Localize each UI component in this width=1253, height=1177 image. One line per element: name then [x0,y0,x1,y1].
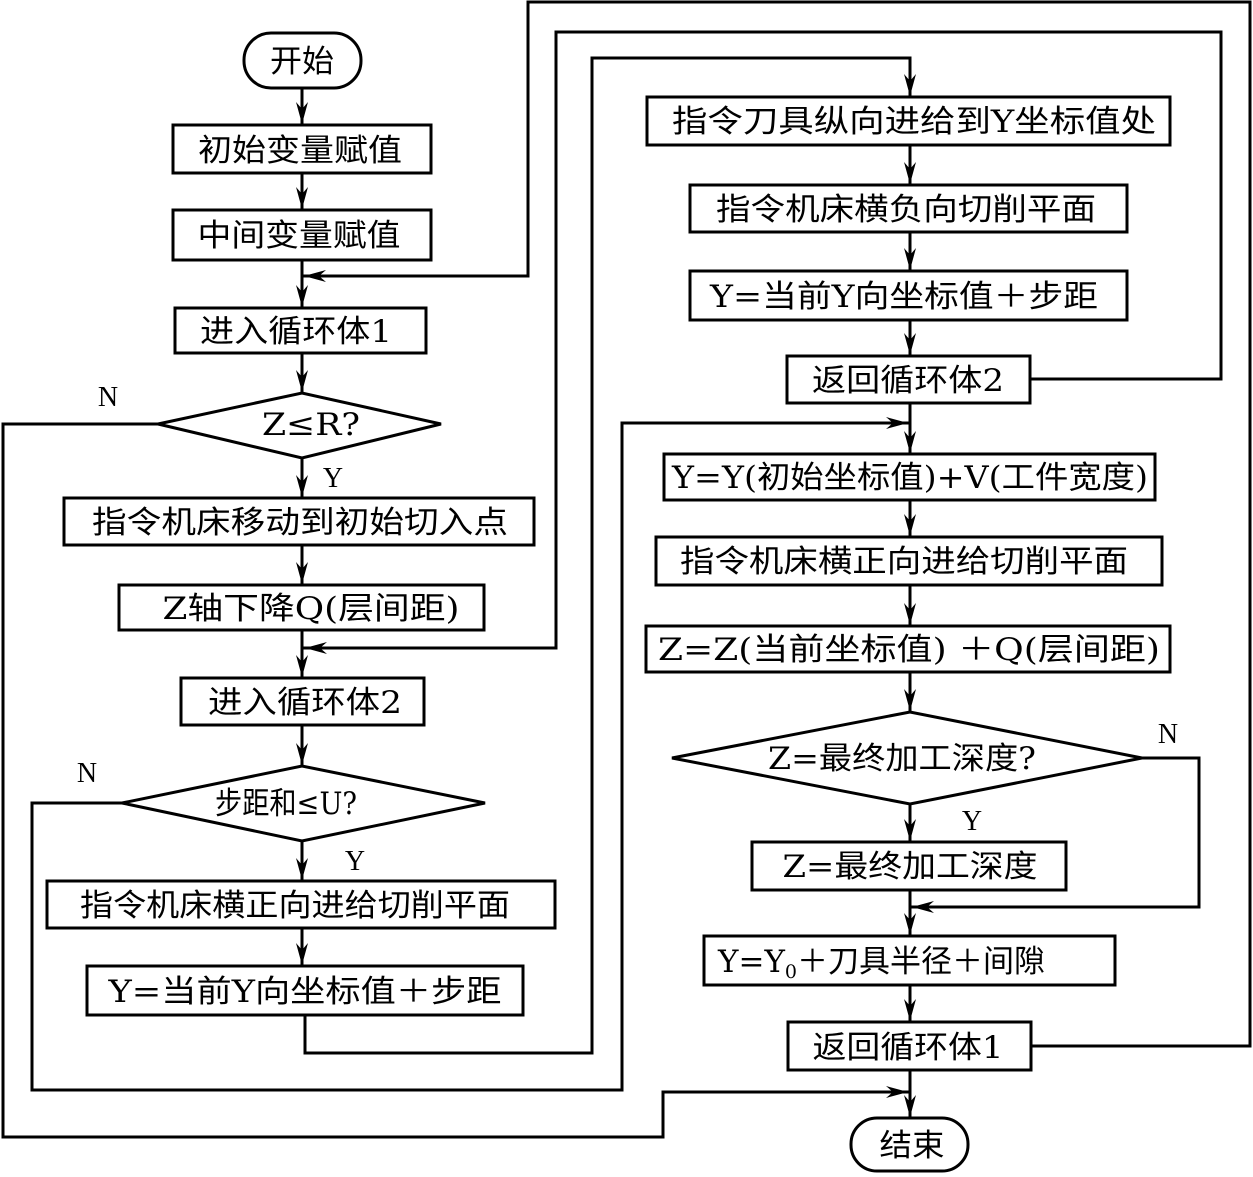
node-feed-positive-right: 指令机床横正向进给切削平面 [654,535,1164,587]
node-enter-loop1-label: 进入循环体1 [200,314,392,350]
connector-return-loop2 [303,30,1223,654]
node-return-loop2: 返回循环体2 [785,354,1032,405]
node-mid-vars-label: 中间变量赋值 [198,218,401,254]
connector-return-loop1 [302,0,1252,1048]
node-z-update: Z=Z(当前坐标值) ＋Q(层间距) [644,624,1172,674]
node-feed-positive-right-label: 指令机床横正向进给切削平面 [680,544,1128,580]
branch-label-step-sum-yes: Y [345,846,365,877]
branch-label-final-depth-yes: Y [962,806,982,837]
node-y-reset: Y=Y(初始坐标值)+V(工件宽度) [662,452,1157,502]
connector-cond-final-no [910,756,1201,913]
node-return-loop1: 返回循环体1 [786,1020,1033,1072]
node-z-update-label: Z=Z(当前坐标值) ＋Q(层间距) [658,632,1160,668]
node-y-add-step-right-label: Y=当前Y向坐标值＋步距 [709,279,1098,315]
node-y-add-step-right: Y=当前Y向坐标值＋步距 [688,269,1129,322]
node-y-offset: Y=Y0＋刀具半径＋间隙 [702,934,1117,987]
node-start-label: 开始 [270,44,334,80]
node-end: 结束 [849,1116,970,1173]
connector-cond-step-no [30,417,910,1092]
branch-label-final-depth-no: N [1158,719,1178,750]
node-start: 开始 [242,31,363,90]
node-z-down-q: Z轴下降Q(层间距) [117,583,486,632]
node-return-loop2-label: 返回循环体2 [812,363,1004,399]
node-feed-positive-left: 指令机床横正向进给切削平面 [45,879,557,930]
connector-ystep-to-tool-feed [303,56,916,1055]
branch-label-step-sum-no: N [77,758,97,789]
node-y-offset-label-pre: Y=Y [717,944,785,980]
decision-z-le-r: Z≤R? [157,391,442,460]
decision-step-sum-le-u-label: 步距和≤U? [215,786,357,822]
node-move-to-start-point-label: 指令机床移动到初始切入点 [92,505,508,541]
node-init-vars-label: 初始变量赋值 [198,133,402,169]
node-y-add-step-left-label: Y=当前Y向坐标值＋步距 [107,974,501,1010]
node-end-label: 结束 [880,1128,945,1164]
node-y-offset-label-post: ＋刀具半径＋间隙 [797,944,1045,980]
node-enter-loop2: 进入循环体2 [179,676,426,727]
node-init-vars: 初始变量赋值 [171,123,433,175]
node-return-loop1-label: 返回循环体1 [813,1030,1004,1066]
branch-label-z-le-r-no: N [98,382,118,413]
connector-cond-z-no [1,422,910,1139]
node-y-add-step-left: Y=当前Y向坐标值＋步距 [85,964,525,1017]
node-mid-vars: 中间变量赋值 [171,208,433,262]
node-feed-positive-left-label: 指令机床横正向进给切削平面 [80,888,510,924]
node-y-reset-label: Y=Y(初始坐标值)+V(工件宽度) [671,460,1148,496]
node-y-offset-label: Y=Y0＋刀具半径＋间隙 [717,944,1045,983]
node-z-set-final-label: Z=最终加工深度 [783,849,1038,885]
node-y-offset-label-subscript: 0 [785,961,797,983]
node-enter-loop1: 进入循环体1 [173,306,428,355]
node-move-to-start-point: 指令机床移动到初始切入点 [62,496,536,547]
node-z-set-final: Z=最终加工深度 [750,840,1068,892]
node-enter-loop2-label: 进入循环体2 [208,685,402,721]
decision-final-depth-label: Z=最终加工深度? [768,741,1036,777]
node-z-down-q-label: Z轴下降Q(层间距) [163,591,460,627]
node-tool-feed-to-y: 指令刀具纵向进给到Y坐标值处 [645,95,1172,147]
node-tool-feed-to-y-label: 指令刀具纵向进给到Y坐标值处 [672,104,1156,140]
decision-final-depth: Z=最终加工深度? [671,710,1143,806]
decision-step-sum-le-u: 步距和≤U? [121,764,486,843]
branch-label-z-le-r-yes: Y [323,463,343,494]
node-cut-negative: 指令机床横负向切削平面 [688,183,1129,234]
decision-z-le-r-label: Z≤R? [262,407,360,443]
node-cut-negative-label: 指令机床横负向切削平面 [716,192,1096,228]
